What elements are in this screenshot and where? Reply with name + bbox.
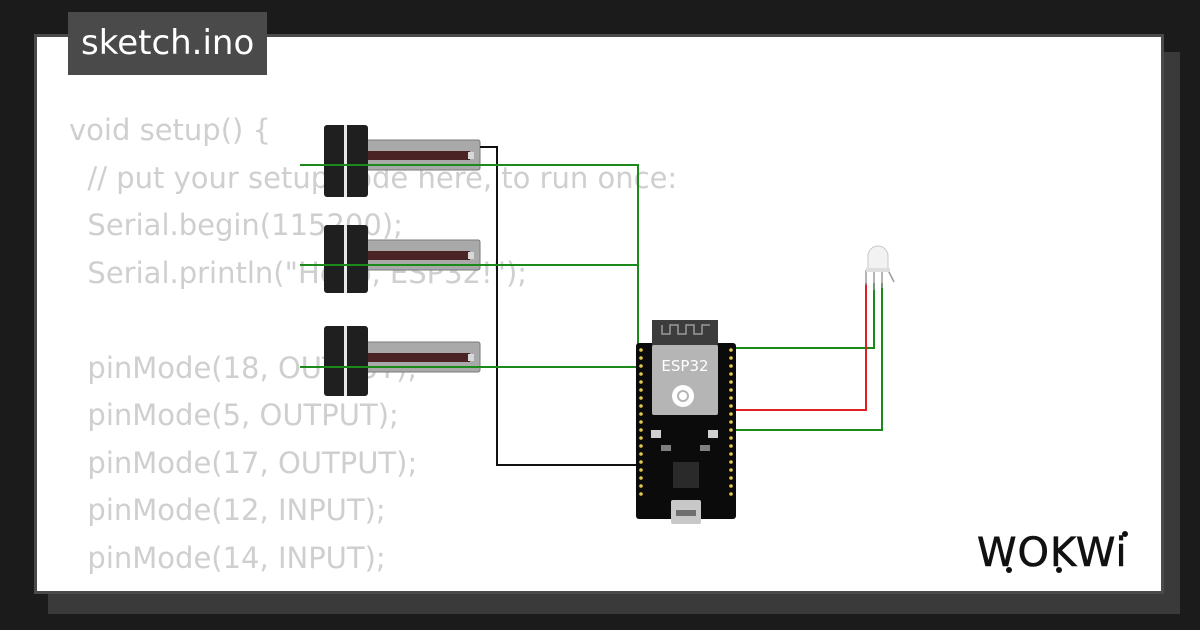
wire-red-led	[732, 283, 867, 411]
rgb-led[interactable]	[865, 245, 895, 290]
wire-green-led-2	[732, 283, 883, 431]
code-line: pinMode(5, OUTPUT);	[69, 398, 399, 432]
code-line: pinMode(14, INPUT);	[69, 540, 386, 575]
wokwi-logo-icon: WOKWi	[977, 530, 1128, 576]
wires	[300, 146, 883, 466]
preview-card: void setup() { // put your setup code he…	[34, 34, 1164, 594]
potentiometer-slider-3[interactable]	[324, 326, 481, 396]
code-line: pinMode(17, OUTPUT);	[69, 445, 418, 480]
potentiometer-slider-1[interactable]	[324, 125, 481, 197]
code-line: pinMode(12, INPUT);	[69, 493, 386, 527]
logo-text: WOKWi	[977, 530, 1128, 576]
right-header-pins	[729, 348, 733, 496]
wire-black-ground	[480, 146, 640, 466]
wire-green-led-1	[732, 283, 875, 349]
espressif-logo-icon	[672, 385, 694, 407]
file-name-tab: sketch.ino	[68, 12, 268, 75]
board-label: ESP32	[661, 357, 708, 375]
code-line: void setup() {	[69, 113, 271, 147]
esp32-board[interactable]: ESP32	[636, 320, 736, 524]
wire-green-pot2	[300, 264, 639, 355]
left-header-pins	[639, 348, 643, 496]
potentiometer-slider-2[interactable]	[324, 225, 481, 293]
code-line: pinMode(27, INPUT);	[69, 582, 677, 591]
